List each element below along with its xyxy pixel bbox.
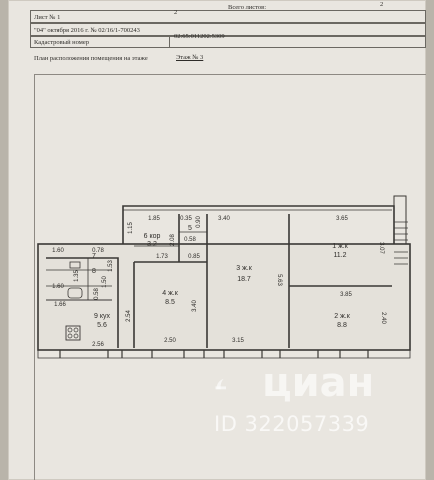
room-7-name: 7	[92, 253, 96, 260]
dim-8: 0.85	[188, 254, 200, 260]
total-sheets: 2	[380, 1, 384, 8]
plan-frame	[34, 74, 426, 480]
dim-9: 1.73	[156, 254, 168, 260]
dim-14: 0.78	[92, 248, 104, 254]
cadastral-number: 02:65:011202:5309	[174, 33, 225, 40]
outer-wall	[37, 243, 411, 351]
watermark-logo-icon	[215, 378, 226, 390]
wall-kitchen	[46, 257, 119, 348]
dim-26: 1.60	[52, 284, 64, 290]
room-3-name: 3 ж.к	[236, 265, 252, 272]
sheet-label: Лист № 1	[34, 14, 61, 21]
dim-2: 3.40	[218, 216, 230, 222]
dim-15: 1.53	[108, 260, 114, 272]
room-1-area: 11.2	[333, 252, 346, 259]
header-cell-divider	[30, 36, 170, 48]
dim-16: 1.35	[74, 270, 80, 282]
watermark-id: ID 322057339	[214, 412, 370, 436]
room-2-name: 2 ж.к	[334, 313, 350, 320]
dim-18: 1.50	[102, 276, 108, 288]
dim-20: 0.58	[94, 288, 100, 300]
dim-11: 3.07	[378, 242, 384, 254]
dim-1: 1.85	[148, 216, 160, 222]
document-sheet: Лист № 1 2 Всего листов: 2 "04" октября …	[8, 0, 426, 480]
room-3-area: 18.7	[237, 276, 251, 283]
plan-title: План расположения помещения на этаже	[34, 55, 148, 62]
total-sheets-label: Всего листов:	[228, 4, 267, 11]
dim-12: 3.85	[340, 292, 352, 298]
dim-3: 3.65	[336, 216, 348, 222]
dim-7: 2.08	[170, 234, 176, 246]
dim-17: 2.40	[380, 312, 386, 324]
room-5-name: 5	[188, 225, 192, 232]
dim-23: 2.56	[92, 342, 104, 348]
dim-4: 0.35	[180, 216, 192, 222]
sheet-number: 2	[174, 9, 178, 16]
room-4-area: 8.5	[165, 299, 175, 306]
dim-25: 3.15	[232, 338, 244, 344]
date-line: "04" октября 2016 г. № 02/16/1-700243	[34, 27, 140, 34]
header-cell	[30, 10, 234, 23]
dim-19: 1.66	[54, 302, 66, 308]
cadastral-label: Кадастровый номер	[34, 39, 90, 46]
dim-24: 2.50	[164, 338, 176, 344]
room-8-name: 8	[92, 268, 96, 275]
floor-label: Этаж № 3	[176, 54, 204, 61]
room-6-name: 6 кор	[144, 233, 161, 240]
dim-13: 1.60	[52, 248, 64, 254]
dim-5: 0.90	[196, 216, 202, 228]
header-row-date	[30, 23, 426, 36]
room-9-name: 9 кух	[94, 313, 110, 320]
dim-10: 5.63	[276, 274, 282, 286]
room-5-area: 0.58	[184, 237, 196, 243]
room-2-area: 8.8	[337, 322, 347, 329]
watermark-brand: циан	[262, 360, 375, 406]
room-1-name: 1 ж.к	[332, 243, 348, 250]
room-6-area: 3.2	[147, 241, 157, 248]
dim-21: 3.40	[192, 300, 198, 312]
upper-wall	[122, 205, 395, 244]
dim-6: 1.15	[128, 222, 134, 234]
room-4-name: 4 ж.к	[162, 290, 178, 297]
dim-22: 2.54	[126, 310, 132, 322]
room-9-area: 5.6	[97, 322, 107, 329]
